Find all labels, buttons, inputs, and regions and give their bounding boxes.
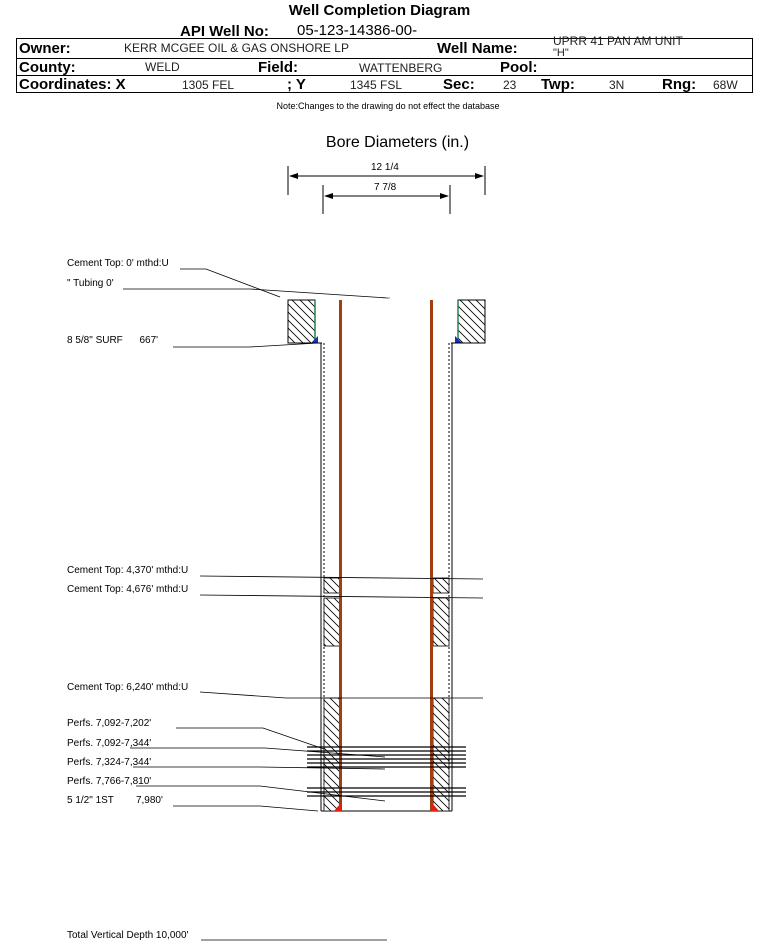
label-production-casing: 5 1/2" 1ST 7,980'	[67, 795, 163, 806]
header-top-border	[16, 38, 753, 39]
label-surface-casing: 8 5/8" SURF 667'	[67, 335, 159, 346]
header-left-border	[16, 38, 17, 92]
coordy-value: 1345 FSL	[350, 78, 403, 92]
wellname-value-1: UPRR 41 PAN AM UNIT	[553, 34, 683, 48]
outer-bore-label: 12 1/4	[371, 162, 399, 173]
diagram-title: Well Completion Diagram	[288, 2, 471, 19]
label-cement-top-4676: Cement Top: 4,676' mthd:U	[67, 584, 189, 595]
label-tubing: " Tubing 0'	[67, 278, 114, 289]
county-label: County:	[19, 59, 76, 76]
twp-label: Twp:	[541, 76, 575, 93]
surface-cement	[287, 299, 486, 344]
leader-lines	[123, 268, 484, 941]
coordy-label: ; Y	[287, 76, 306, 93]
label-cement-top-4370: Cement Top: 4,370' mthd:U	[67, 565, 189, 576]
tubing	[334, 300, 439, 811]
owner-value: KERR MCGEE OIL & GAS ONSHORE LP	[124, 41, 349, 55]
label-perfs-4: Perfs. 7,766-7,810'	[67, 776, 152, 787]
bore-diameters-title: Bore Diameters (in.)	[325, 134, 470, 151]
label-perfs-3: Perfs. 7,324-7,344'	[67, 757, 152, 768]
header-row-divider-2	[16, 75, 753, 76]
label-total-vertical-depth: Total Vertical Depth 10,000'	[67, 930, 189, 941]
rng-value: 68W	[713, 78, 738, 92]
bore-dimension-lines	[287, 166, 486, 214]
field-label: Field:	[258, 59, 298, 76]
label-perfs-1: Perfs. 7,092-7,202'	[67, 718, 152, 729]
label-cement-top-0: Cement Top: 0' mthd:U	[67, 258, 169, 269]
pool-label: Pool:	[500, 59, 538, 76]
label-cement-top-6240: Cement Top: 6,240' mthd:U	[67, 682, 189, 693]
rng-label: Rng:	[662, 76, 697, 93]
api-value: 05-123-14386-00-	[297, 22, 418, 39]
coordx-label: Coordinates: X	[19, 76, 126, 93]
header-bottom-border	[16, 92, 753, 93]
wellname-label: Well Name:	[437, 40, 518, 57]
county-value: WELD	[145, 60, 180, 74]
sec-value: 23	[503, 78, 517, 92]
field-value: WATTENBERG	[359, 61, 443, 75]
wellname-value-2: "H"	[553, 47, 569, 59]
sec-label: Sec:	[443, 76, 475, 93]
label-perfs-2: Perfs. 7,092-7,344'	[67, 738, 152, 749]
header-right-border	[752, 38, 753, 92]
database-note: Note:Changes to the drawing do not effec…	[276, 101, 500, 111]
api-label: API Well No:	[180, 23, 269, 40]
header-row-divider-1	[16, 58, 753, 59]
twp-value: 3N	[609, 78, 625, 92]
inner-bore-label: 7 7/8	[374, 182, 397, 193]
coordx-value: 1305 FEL	[182, 78, 235, 92]
owner-label: Owner:	[19, 40, 71, 57]
perforations	[307, 746, 466, 797]
